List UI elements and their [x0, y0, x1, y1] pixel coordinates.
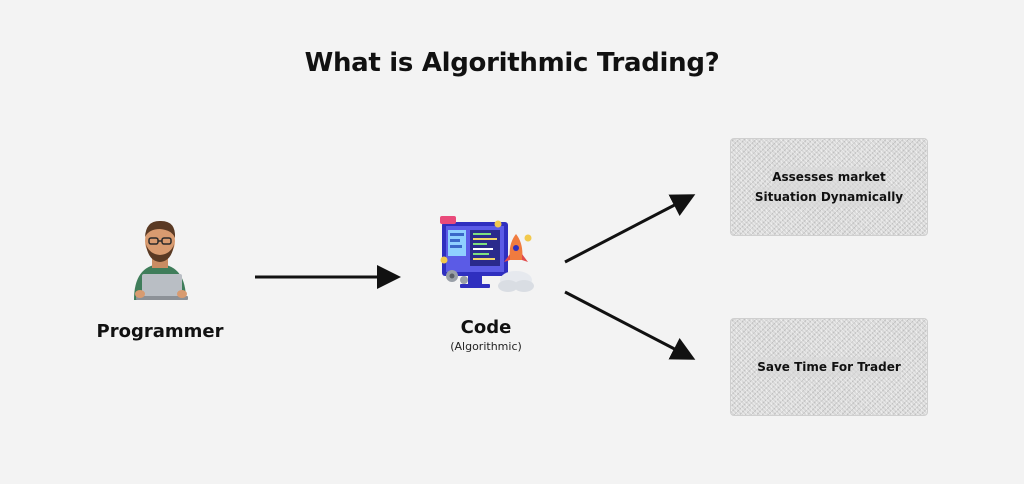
arrow-code-to-save-time	[564, 290, 696, 360]
outcome-line: Situation Dynamically	[754, 187, 904, 207]
outcome-line: Save Time For Trader	[757, 357, 901, 377]
programmer-label: Programmer	[96, 321, 224, 342]
code-monitor-rocket-icon	[440, 216, 534, 292]
arrow-code-to-assesses	[564, 194, 696, 264]
diagram-title: What is Algorithmic Trading?	[304, 48, 720, 78]
code-sublabel: (Algorithmic)	[450, 340, 522, 353]
programmer-with-laptop-icon	[134, 220, 188, 300]
code-label: Code	[460, 317, 512, 338]
outcome-box-assesses-market: Assesses market Situation Dynamically	[730, 138, 928, 236]
outcome-line: Assesses market	[772, 167, 886, 187]
outcome-box-save-time: Save Time For Trader	[730, 318, 928, 416]
